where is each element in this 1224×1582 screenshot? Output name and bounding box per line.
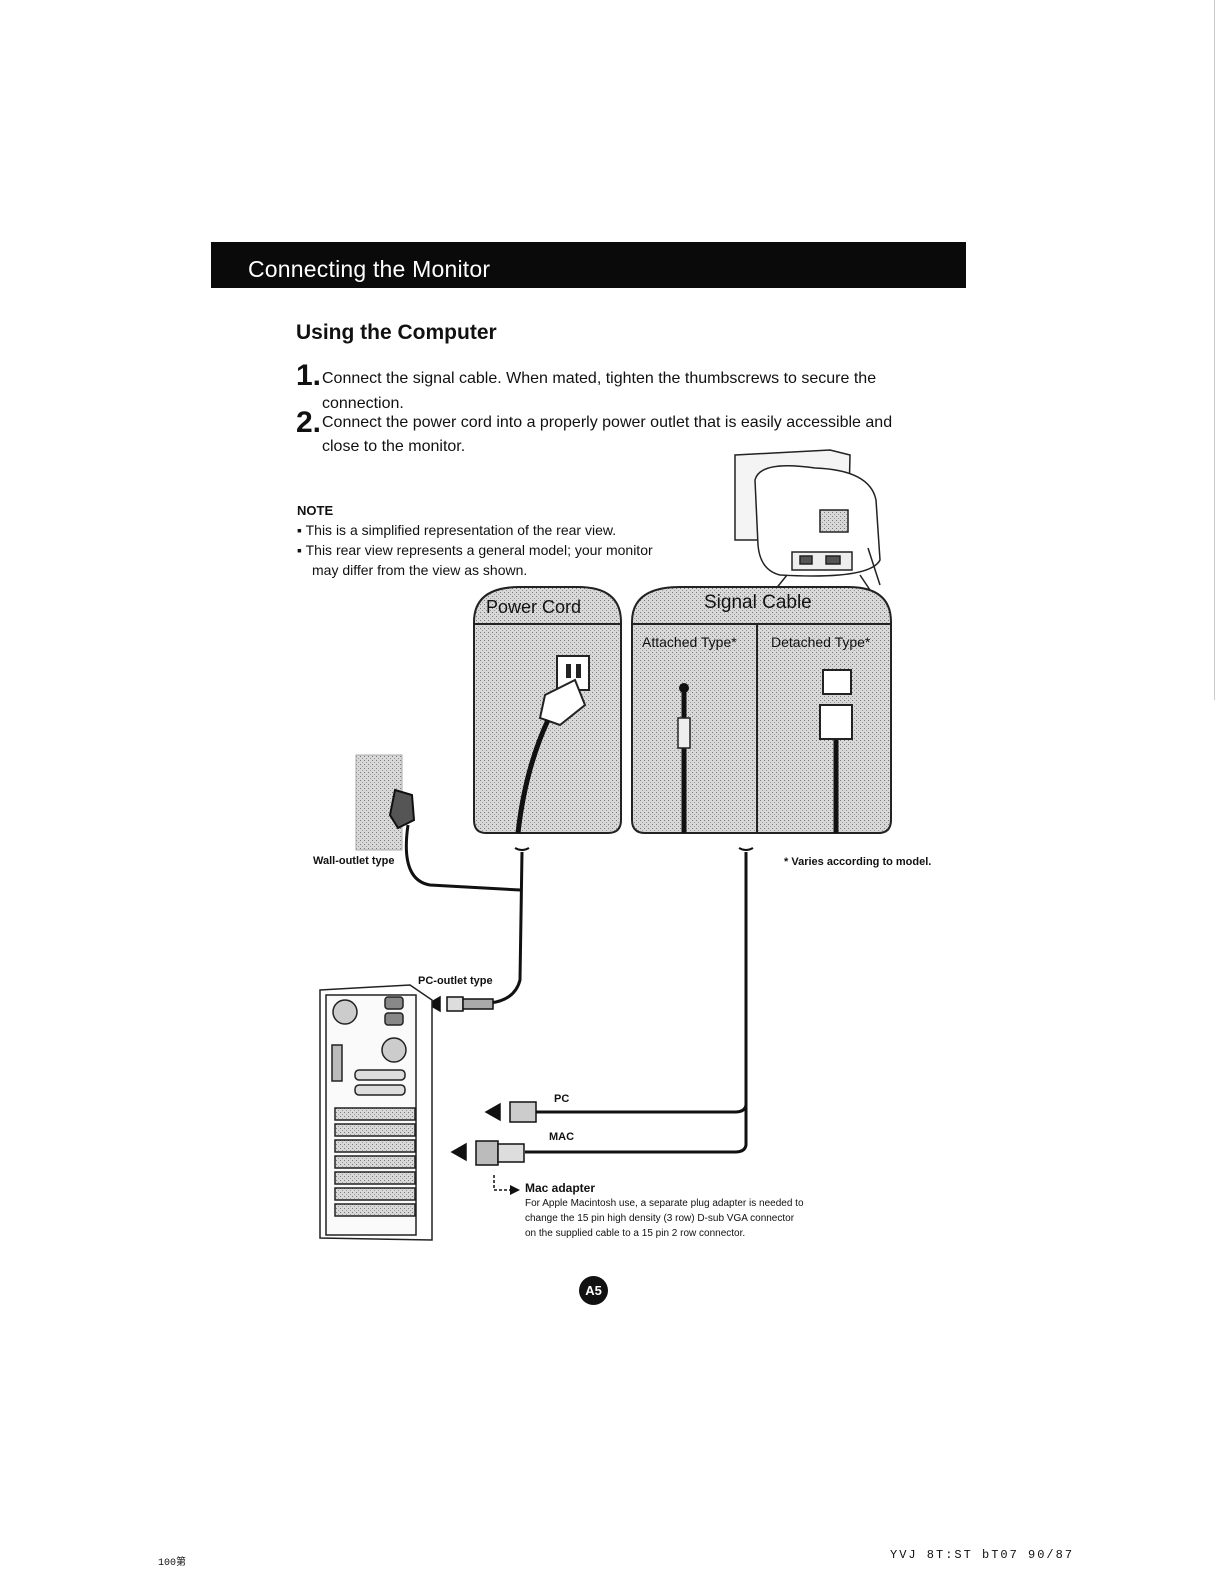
signal-cable-panel bbox=[631, 586, 892, 834]
pc-outlet-label: PC-outlet type bbox=[418, 975, 493, 987]
fax-footer: YVJ 8T:ST bT07 90/87 bbox=[890, 1548, 1075, 1562]
step-1-text: Connect the signal cable. When mated, ti… bbox=[322, 370, 877, 387]
note-item-1: ▪ This is a simplified representation of… bbox=[297, 522, 617, 538]
mac-adapter-line-2: change the 15 pin high density (3 row) D… bbox=[525, 1213, 795, 1224]
pc-label: PC bbox=[554, 1093, 570, 1105]
mac-adapter-line-1: For Apple Macintosh use, a separate plug… bbox=[525, 1198, 804, 1209]
step-2-number: 2. bbox=[296, 406, 322, 439]
mac-adapter-line-3: on the supplied cable to a 15 pin 2 row … bbox=[525, 1228, 746, 1239]
page-number: A5 bbox=[579, 1276, 608, 1305]
footer-left-mark: 100第 bbox=[158, 1558, 187, 1569]
wall-outlet-label: Wall-outlet type bbox=[313, 855, 395, 867]
signal-cable-label: Signal Cable bbox=[704, 592, 812, 613]
detached-type-label: Detached Type* bbox=[771, 634, 871, 650]
section-title: Using the Computer bbox=[296, 321, 497, 344]
mac-connector bbox=[450, 1140, 525, 1166]
varies-note-text: Varies according to model. bbox=[791, 856, 932, 868]
note-heading: NOTE bbox=[297, 503, 334, 518]
step-2-text: Connect the power cord into a properly p… bbox=[322, 414, 893, 431]
header-bar bbox=[211, 242, 966, 288]
monitor-rear-illustration bbox=[734, 449, 881, 591]
note-item-1-text: This is a simplified representation of t… bbox=[305, 522, 617, 538]
page-header-title: Connecting the Monitor bbox=[248, 256, 491, 282]
mac-adapter-title: Mac adapter bbox=[525, 1181, 596, 1195]
varies-note: * Varies according to model. bbox=[784, 856, 932, 868]
step-1-number: 1. bbox=[296, 359, 322, 392]
mac-label: MAC bbox=[549, 1131, 575, 1143]
power-cord-label: Power Cord bbox=[486, 597, 582, 617]
wall-outlet-illustration bbox=[355, 754, 416, 851]
pc-outlet-plug bbox=[426, 995, 494, 1013]
power-cord-panel bbox=[473, 586, 622, 834]
computer-tower-illustration bbox=[319, 984, 433, 1241]
step-1-text-cont: connection. bbox=[322, 395, 404, 412]
note-item-2-cont: may differ from the view as shown. bbox=[312, 562, 528, 578]
step-2-text-cont: close to the monitor. bbox=[322, 438, 466, 455]
scan-edge-line bbox=[1214, 0, 1215, 700]
attached-type-label: Attached Type* bbox=[642, 634, 737, 650]
note-item-2-text: This rear view represents a general mode… bbox=[305, 542, 653, 558]
note-item-2: ▪ This rear view represents a general mo… bbox=[297, 542, 653, 558]
pc-connector bbox=[484, 1101, 537, 1123]
